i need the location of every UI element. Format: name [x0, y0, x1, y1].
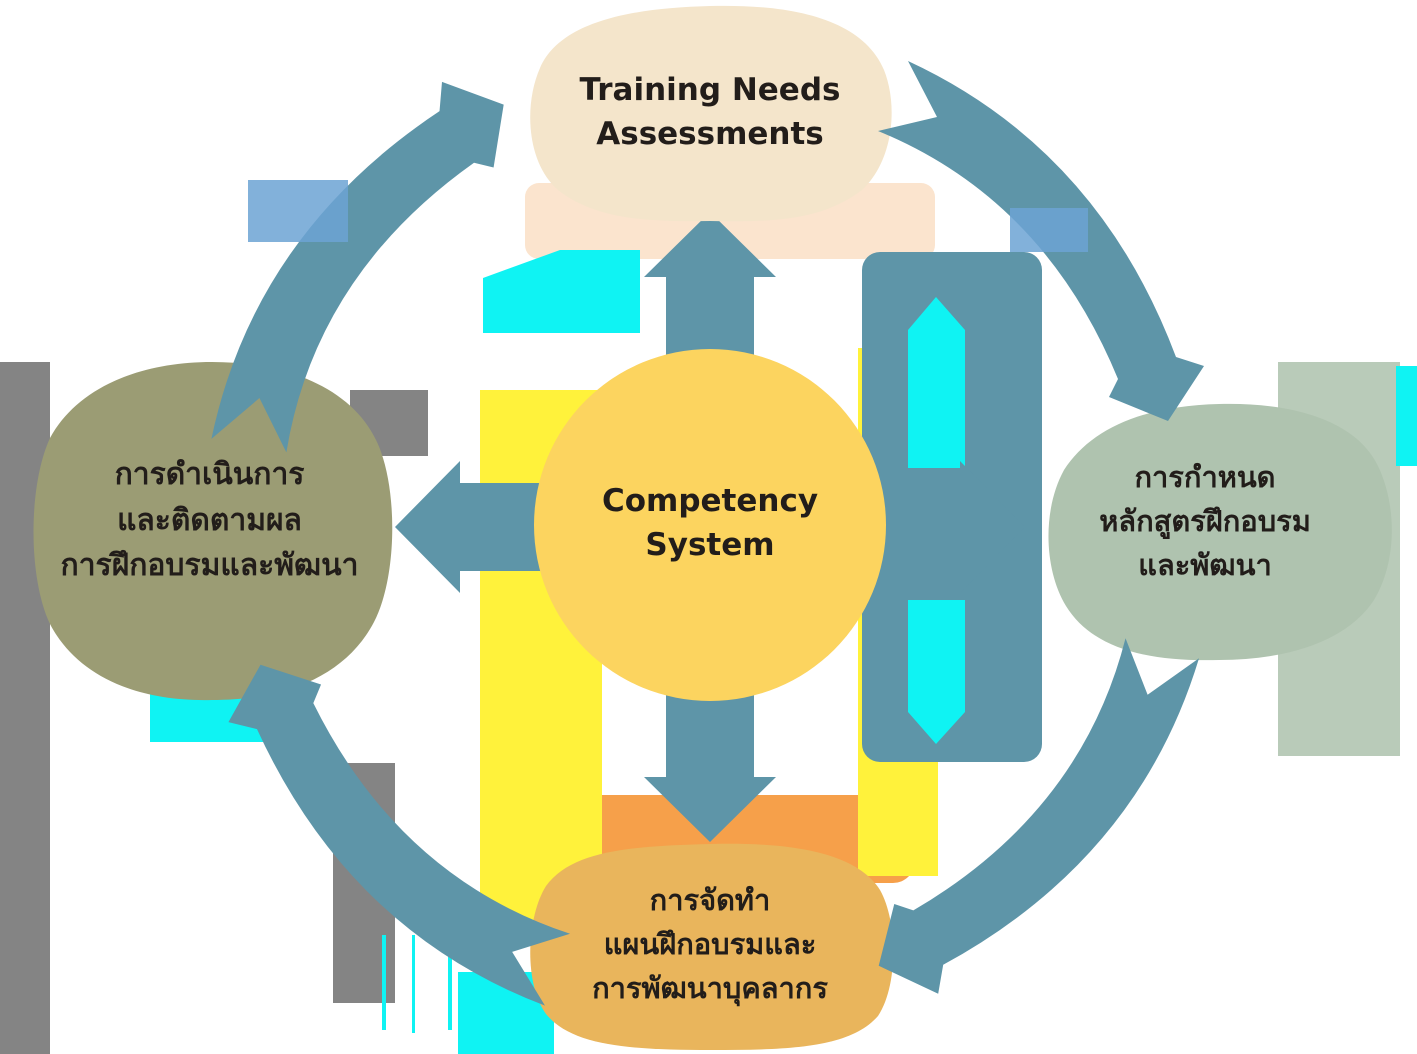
artifact-cyan-patch-nw [483, 250, 640, 333]
artifact-blue-stripe-ne [1010, 208, 1088, 252]
node-right-line-2: หลักสูตรฝึกอบรม [1099, 504, 1311, 539]
node-blob-bottom [530, 843, 894, 1050]
node-top-line-1: Training Needs [579, 72, 841, 108]
artifact-cyan-bar-upper [908, 297, 965, 468]
artifact-cyan-bar-lower [908, 600, 965, 744]
node-center-line-2: System [645, 527, 775, 564]
node-blob-right [1048, 403, 1392, 661]
cycle-arrow-bottom-to-left [228, 664, 571, 1006]
artifact-cyan-pinstripes [382, 935, 484, 1033]
node-blob-left [33, 362, 393, 701]
node-center-line-1: Competency [601, 483, 819, 519]
node-bottom-line-2: แผนฝึกอบรมและ [603, 927, 817, 962]
node-label-bottom: การจัดทำ แผนฝึกอบรมและ การพัฒนาบุคลากร [530, 878, 890, 1010]
cycle-arrow-left-to-top [211, 81, 504, 453]
node-left-line-2: และติดตามผล [117, 502, 302, 538]
node-left-line-1: การดำเนินการ [114, 457, 305, 492]
node-label-top: Training Needs Assessments [535, 68, 885, 156]
node-blob-top [530, 5, 892, 222]
node-bottom-line-1: การจัดทำ [649, 883, 771, 917]
node-bottom-line-3: การพัฒนาบุคลากร [592, 971, 828, 1006]
node-label-left: การดำเนินการ และติดตามผล การฝึกอบรมและพั… [22, 452, 397, 589]
node-label-right: การกำหนด หลักสูตรฝึกอบรม และพัฒนา [1040, 455, 1370, 587]
artifact-cyan-sliver-right-edge [1396, 366, 1417, 466]
node-right-line-3: และพัฒนา [1138, 548, 1272, 583]
artifact-blue-stripe-nw [248, 180, 348, 242]
node-left-line-3: การฝึกอบรมและพัฒนา [60, 548, 359, 584]
node-top-line-2: Assessments [596, 116, 824, 153]
node-blob-center [534, 349, 886, 701]
node-label-center: Competency System [560, 479, 860, 567]
node-right-line-1: การกำหนด [1134, 460, 1276, 494]
cycle-arrow-right-to-bottom [878, 638, 1200, 994]
